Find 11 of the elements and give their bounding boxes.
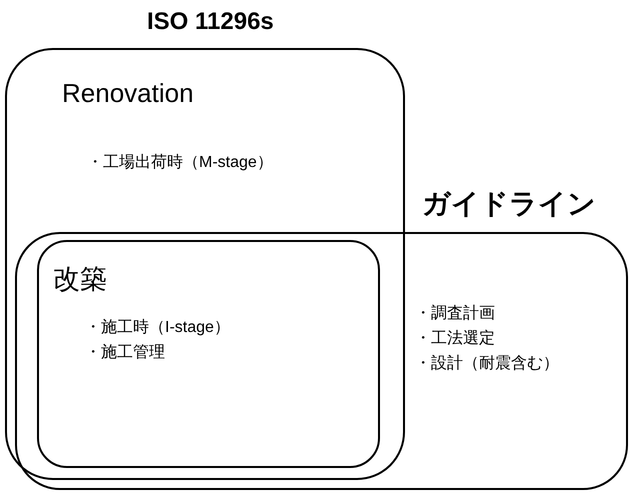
bullet-item: ・施工時（I-stage）: [85, 320, 230, 336]
region-subheading: Renovation: [62, 80, 194, 106]
region-heading: ガイドライン: [422, 190, 596, 218]
bullet-item: ・調査計画: [415, 306, 495, 322]
bullet-item: ・工場出荷時（M-stage）: [87, 155, 273, 171]
region-heading: 改築: [53, 266, 107, 293]
bullet-item: ・設計（耐震含む）: [415, 356, 559, 372]
region-heading: ISO 11296s: [147, 10, 274, 34]
bullet-item: ・工法選定: [415, 331, 495, 347]
bullet-item: ・施工管理: [85, 345, 165, 361]
rounded-region: [37, 240, 380, 468]
